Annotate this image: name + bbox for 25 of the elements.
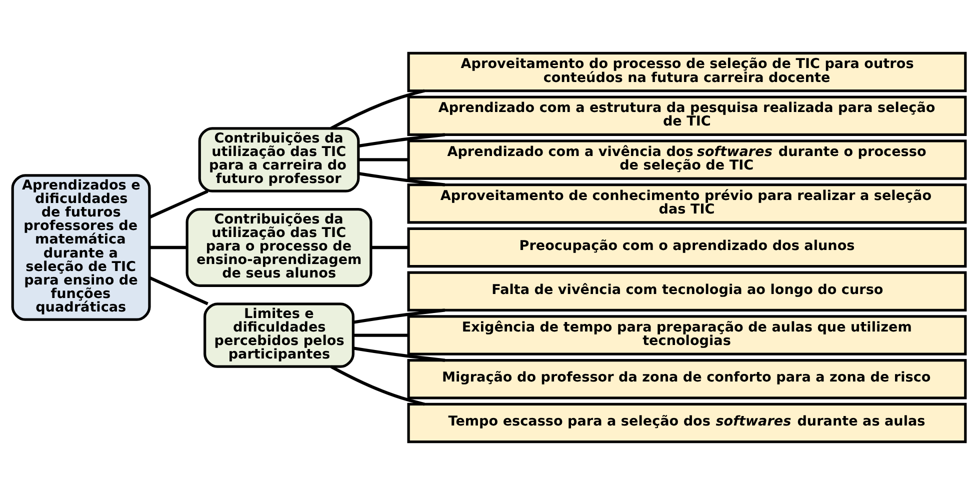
- connector: [358, 133, 446, 148]
- node-box: Falta de vivência com tecnologia ao longo do curso: [407, 271, 967, 312]
- node-box: Tempo escasso para a seleção dos softwares durante as aulas: [407, 402, 967, 444]
- node-box: Aprendizado com a vivência dos softwares durante o processo de seleção de TIC: [407, 140, 967, 180]
- connector: [358, 172, 446, 186]
- connector: [148, 276, 208, 306]
- node-box: Contribuições da utilização das TIC para a carreira do futuro professor: [198, 127, 360, 192]
- connector: [150, 246, 187, 250]
- connector: [148, 190, 208, 219]
- node-box: Migração do professor da zona de conforto para a zona de risco: [407, 359, 967, 400]
- node-box: Preocupação com o aprendizado dos alunos: [407, 227, 967, 268]
- connector: [330, 365, 425, 406]
- connector: [353, 346, 446, 362]
- connector: [354, 334, 408, 337]
- node-box: Aproveitamento de conhecimento prévio para realizar a seleção das TIC: [407, 184, 967, 224]
- node-box: Limites e dificuldades percebidos pelos participantes: [204, 302, 354, 368]
- node-box: Aprendizado com a estrutura da pesquisa realizada para seleção de TIC: [407, 96, 967, 136]
- node-box: Contribuições da utilização das TIC para o processo de ensino-aprendizagem de seus alunos: [186, 208, 372, 287]
- node-box: Aprendizados e dificuldades de futuros professores de matemática durante a seleção de TIC para ensino de funções quadráticas: [11, 174, 151, 321]
- connector: [353, 308, 446, 324]
- connector: [358, 158, 408, 162]
- connector: [330, 89, 425, 130]
- node-box: Exigência de tempo para preparação de aulas que utilizem tecnologias: [407, 315, 967, 356]
- connector: [371, 246, 408, 250]
- node-box: Aproveitamento do processo de seleção de TIC para outros conteúdos na futura carreira docente: [407, 52, 967, 92]
